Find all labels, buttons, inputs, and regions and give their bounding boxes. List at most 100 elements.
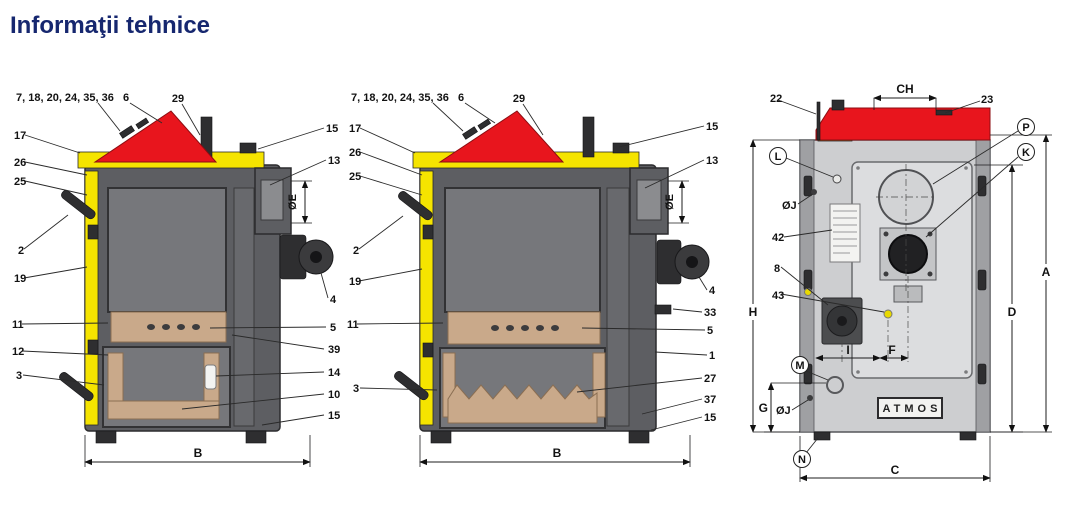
dimension-flue-diameter-E: ØE: [287, 180, 312, 224]
exhaust-fan: [656, 239, 710, 285]
callout-33: 33: [704, 307, 716, 319]
leader-lines: [777, 99, 1019, 454]
damper-lever: [935, 109, 953, 116]
page-title: Informaţii tehnice: [10, 12, 211, 39]
ceramic-nozzle: [447, 311, 601, 345]
panel-knob-icon: [462, 126, 478, 140]
right-foot: [959, 431, 977, 441]
panel-knob-icon: [477, 118, 492, 131]
callout-11: 11: [347, 319, 359, 331]
callout-flue-diameter: ØE: [664, 194, 676, 210]
leader-lines: [21, 102, 329, 426]
lower-door-handle: [59, 372, 94, 402]
callout-15-bottom: 15: [704, 412, 716, 424]
callout-dimension-F: F: [888, 343, 895, 357]
diagram-boiler-rear-view: CH H D A G I: [749, 82, 1052, 482]
dimension-H: H: [749, 139, 800, 433]
callout-6: 6: [123, 92, 129, 104]
callout-13: 13: [706, 155, 718, 167]
callout-dimension-B: B: [194, 446, 203, 460]
callout-26: 26: [349, 147, 361, 159]
callout-dimension-H: H: [749, 305, 758, 319]
hole-J-lower: [807, 395, 813, 401]
callout-13: 13: [328, 155, 340, 167]
callout-1: 1: [709, 350, 715, 362]
fan-hub: [310, 251, 322, 263]
callout-5: 5: [330, 322, 336, 334]
dimension-CH: CH: [873, 82, 937, 110]
callout-25: 25: [14, 176, 26, 188]
callout-flue-diameter: ØE: [287, 194, 299, 210]
callout-19: 19: [14, 273, 26, 285]
rear-flue-channel: [606, 187, 630, 427]
flue-housing: [629, 167, 669, 235]
callout-26: 26: [14, 157, 26, 169]
hole-J-upper: [811, 189, 817, 195]
ceramic-grate-zigzag: [447, 384, 598, 424]
rear-fan-unit: [821, 297, 863, 345]
callout-dimension-A: A: [1042, 265, 1051, 279]
exhaust-fan: [279, 234, 334, 280]
callout-3: 3: [16, 370, 22, 382]
callout-43: 43: [772, 290, 784, 302]
callout-25: 25: [349, 171, 361, 183]
rear-inner-panel: [851, 161, 973, 379]
grounding-screw: [883, 309, 893, 319]
ceramic-nozzle: [110, 311, 227, 343]
callout-42: 42: [772, 232, 784, 244]
door-hinge-upper: [87, 224, 99, 240]
callout-2: 2: [18, 245, 24, 257]
callout-6: 6: [458, 92, 464, 104]
ceramic-liners: [107, 352, 220, 420]
dimension-depth-B: B: [419, 435, 691, 467]
rear-leg: [245, 430, 267, 444]
fan-hub: [686, 256, 698, 268]
dimension-F: F: [879, 343, 909, 362]
chimney-outlet-plate: [879, 227, 937, 281]
rear-nozzle: [654, 304, 672, 315]
callout-39: 39: [328, 344, 340, 356]
callout-11: 11: [12, 319, 24, 331]
dimension-D: D: [974, 164, 1023, 433]
callout-19: 19: [349, 276, 361, 288]
callout-group-7-18-20-24-35-36: 7, 18, 20, 24, 35, 36: [351, 92, 449, 104]
callout-circle-L: L: [769, 147, 787, 165]
callout-12: 12: [12, 346, 24, 358]
dimension-I: I: [815, 343, 881, 362]
callout-15-bottom: 15: [328, 410, 340, 422]
smoke-damper: [260, 179, 284, 221]
atmos-logo-plate: ATMOS: [877, 397, 943, 419]
callout-10: 10: [328, 389, 340, 401]
control-panel-cover: [93, 110, 218, 163]
callout-17: 17: [14, 130, 26, 142]
door-hinge-upper: [422, 224, 434, 240]
callout-27: 27: [704, 373, 716, 385]
upper-door-handle: [61, 190, 96, 220]
flue-housing: [254, 167, 292, 235]
grounding-screw: [804, 288, 812, 296]
callout-17: 17: [349, 123, 361, 135]
dimension-A: A: [990, 134, 1052, 433]
left-foot: [813, 431, 831, 441]
diagram-boiler-section-left: ØE B 7, 18, 20, 24, 35, 36 6 29 17 15 26…: [12, 92, 341, 467]
rear-flue-channel: [233, 187, 255, 427]
callout-circle-K: K: [1017, 143, 1035, 161]
callout-5: 5: [707, 325, 713, 337]
callout-dimension-I: I: [846, 343, 849, 357]
panel-knob-icon: [135, 117, 150, 130]
callout-diameter-J-lower: ØJ: [776, 405, 791, 417]
capillary-rod: [816, 101, 821, 141]
callout-circle-M: M: [791, 356, 809, 374]
dimension-depth-B: B: [84, 435, 311, 467]
callout-22: 22: [770, 93, 782, 105]
callout-37: 37: [704, 394, 716, 406]
thermowell: [239, 142, 257, 154]
svg-text:L: L: [775, 151, 782, 163]
callout-dimension-G: G: [759, 401, 768, 415]
panel-knob-icon: [119, 125, 135, 139]
ceramic-side-block: [204, 364, 217, 390]
flange-slot: [977, 363, 987, 385]
dimension-flue-diameter-E: ØE: [664, 180, 689, 224]
callout-29: 29: [172, 93, 184, 105]
